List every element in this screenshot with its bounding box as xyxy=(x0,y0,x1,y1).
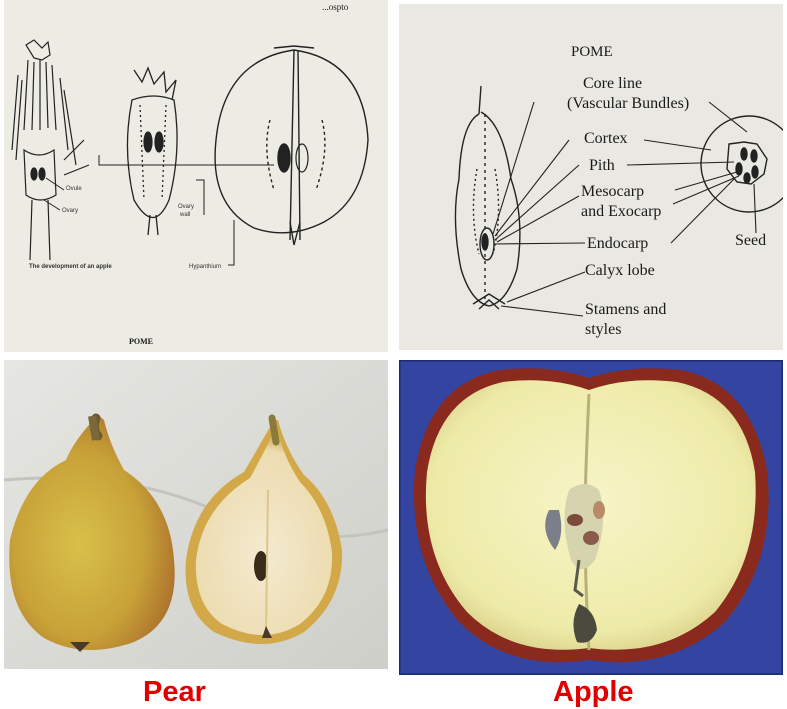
label-ovary-wall-1: Ovary xyxy=(178,204,194,210)
pome-diagram: POME Core line (Vascular Bundles) Cortex… xyxy=(399,4,783,350)
label-pome-title: POME xyxy=(571,44,613,60)
label-mesocarp-1: Mesocarp xyxy=(581,183,644,200)
label-ovary: Ovary xyxy=(62,208,78,214)
label-mesocarp-2: and Exocarp xyxy=(581,203,661,220)
label-core-line-1: Core line xyxy=(583,75,642,92)
caption-pear: Pear xyxy=(143,676,206,708)
apple-photo xyxy=(399,360,783,675)
label-ovule: Ovule xyxy=(66,186,82,192)
apple-development-drawing: Ovule Ovary Ovary wall Hypanthium The de… xyxy=(4,0,388,352)
label-pith: Pith xyxy=(589,157,615,174)
label-stamens-1: Stamens and xyxy=(585,301,666,318)
label-hypanthium: Hypanthium xyxy=(189,264,221,270)
label-development: The development of an apple xyxy=(29,264,112,270)
label-endocarp: Endocarp xyxy=(587,235,648,252)
cropped-top-text: ...ospto xyxy=(322,2,349,12)
pear-photo-drawing xyxy=(4,360,388,669)
apple-photo-drawing xyxy=(399,360,783,675)
pear-photo xyxy=(4,360,388,669)
label-calyx-lobe: Calyx lobe xyxy=(585,262,655,279)
label-stamens-2: styles xyxy=(585,321,621,338)
label-cortex: Cortex xyxy=(584,130,628,147)
apple-cross-section-drawing xyxy=(701,116,783,212)
caption-apple: Apple xyxy=(553,676,634,708)
pear-section-drawing xyxy=(455,86,519,309)
label-core-line-2: (Vascular Bundles) xyxy=(567,95,689,112)
label-pome-bottom: POME xyxy=(129,337,153,346)
label-seed: Seed xyxy=(735,232,766,249)
pome-drawing: POME Core line (Vascular Bundles) Cortex… xyxy=(399,4,783,350)
label-ovary-wall-2: wall xyxy=(179,212,190,218)
apple-development-diagram: Ovule Ovary Ovary wall Hypanthium The de… xyxy=(4,0,388,352)
